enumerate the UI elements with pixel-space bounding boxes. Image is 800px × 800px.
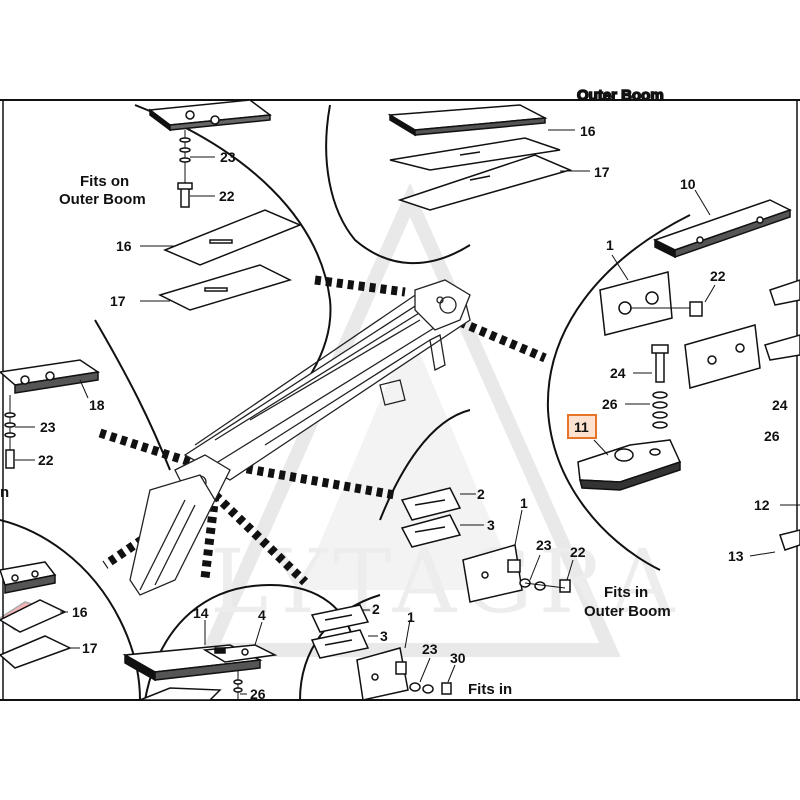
callout-30-bottom: 30: [450, 650, 466, 666]
callout-1-bottom: 1: [407, 609, 415, 625]
callout-11-label: 11: [574, 419, 589, 435]
callout-22-top-left: 22: [219, 188, 235, 204]
callout-3-bottom: 3: [380, 628, 388, 644]
wear-pad-right: [577, 189, 800, 557]
callout-2-bottom: 2: [372, 601, 380, 617]
callout-24-far-right: 24: [772, 397, 788, 413]
callout-4-bottom-center: 4: [258, 607, 266, 623]
shim-assembly-center: [400, 487, 574, 603]
callout-22-center: 22: [570, 544, 586, 560]
callout-16-top-left: 16: [116, 238, 132, 254]
callout-26-right: 26: [602, 396, 618, 412]
callout-16-bottom-left: 16: [72, 604, 88, 620]
caption-fits-in-2: Outer Boom: [584, 603, 671, 620]
callout-1-center: 1: [520, 495, 528, 511]
callout-22-right: 22: [710, 268, 726, 284]
partial-top-text: Outer Boom: [577, 87, 664, 104]
wear-pad-bottom-center: [122, 620, 278, 701]
callout-2-center: 2: [477, 486, 485, 502]
callout-24-right: 24: [610, 365, 626, 381]
callout-1-right: 1: [606, 237, 614, 253]
highlight-callout-11[interactable]: 11: [567, 414, 597, 439]
caption-fits-in-bottom: Fits in: [468, 681, 512, 698]
callout-26-far-right: 26: [764, 428, 780, 444]
caption-fits-on-2: Outer Boom: [59, 191, 146, 208]
wear-pad-left: [0, 359, 101, 469]
caption-fits-on-1: Fits on: [80, 173, 129, 190]
callout-18-left: 18: [89, 397, 105, 413]
callout-22-left: 22: [38, 452, 54, 468]
callout-12-far-right: 12: [754, 497, 770, 513]
callout-13-far-right: 13: [728, 548, 744, 564]
callout-14-bottom-center: 14: [193, 605, 209, 621]
callout-16-top-center: 16: [580, 123, 596, 139]
boom-assembly: [129, 279, 471, 596]
callout-23-center: 23: [536, 537, 552, 553]
shim-assembly-bottom: [310, 604, 456, 701]
plates-top-center: Outer Boom: [387, 86, 664, 211]
caption-fits-in-1: Fits in: [604, 584, 648, 601]
callout-26-bottom-center: 26: [250, 686, 266, 702]
wear-pad-top-left: [148, 99, 302, 311]
callout-10-right: 10: [680, 176, 696, 192]
callout-23-left: 23: [40, 419, 56, 435]
callout-23-bottom: 23: [422, 641, 438, 657]
callout-17-bottom-left: 17: [82, 640, 98, 656]
callout-3-center: 3: [487, 517, 495, 533]
callout-17-top-center: 17: [594, 164, 610, 180]
caption-left-edge: n: [0, 484, 9, 501]
callout-17-top-left: 17: [110, 293, 126, 309]
callout-leaders-tl: [140, 156, 215, 302]
watermark-text: LYTAGRA: [210, 530, 680, 633]
wear-pad-bottom-left: [0, 561, 80, 669]
callout-23-top-left: 23: [220, 149, 236, 165]
